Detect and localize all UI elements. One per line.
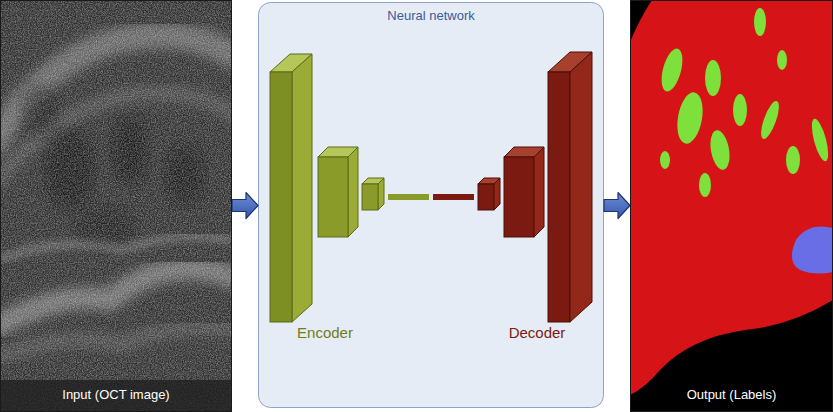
node-label: Neural network (387, 8, 474, 24)
node-label: Output (Labels) (687, 387, 777, 403)
network-panel (259, 3, 604, 408)
label-map (630, 0, 833, 412)
encoder-blocks (262, 42, 388, 352)
flow-arrow (604, 193, 630, 219)
node-label: Input (OCT image) (62, 387, 169, 403)
decoder-block: Decoder (474, 42, 600, 352)
node-label: Encoder (297, 324, 353, 342)
input-panel: Input (OCT image) (0, 0, 232, 412)
output-panel: Output (Labels) (630, 0, 833, 412)
oct-image (0, 0, 232, 412)
decoder-blocks (474, 42, 600, 352)
flow-arrow (232, 193, 258, 219)
bottleneck-link (388, 197, 474, 198)
node-label: Decoder (509, 324, 566, 342)
network-box: Encoder Decoder Neural network (258, 2, 604, 408)
encoder-block: Encoder (262, 42, 388, 352)
